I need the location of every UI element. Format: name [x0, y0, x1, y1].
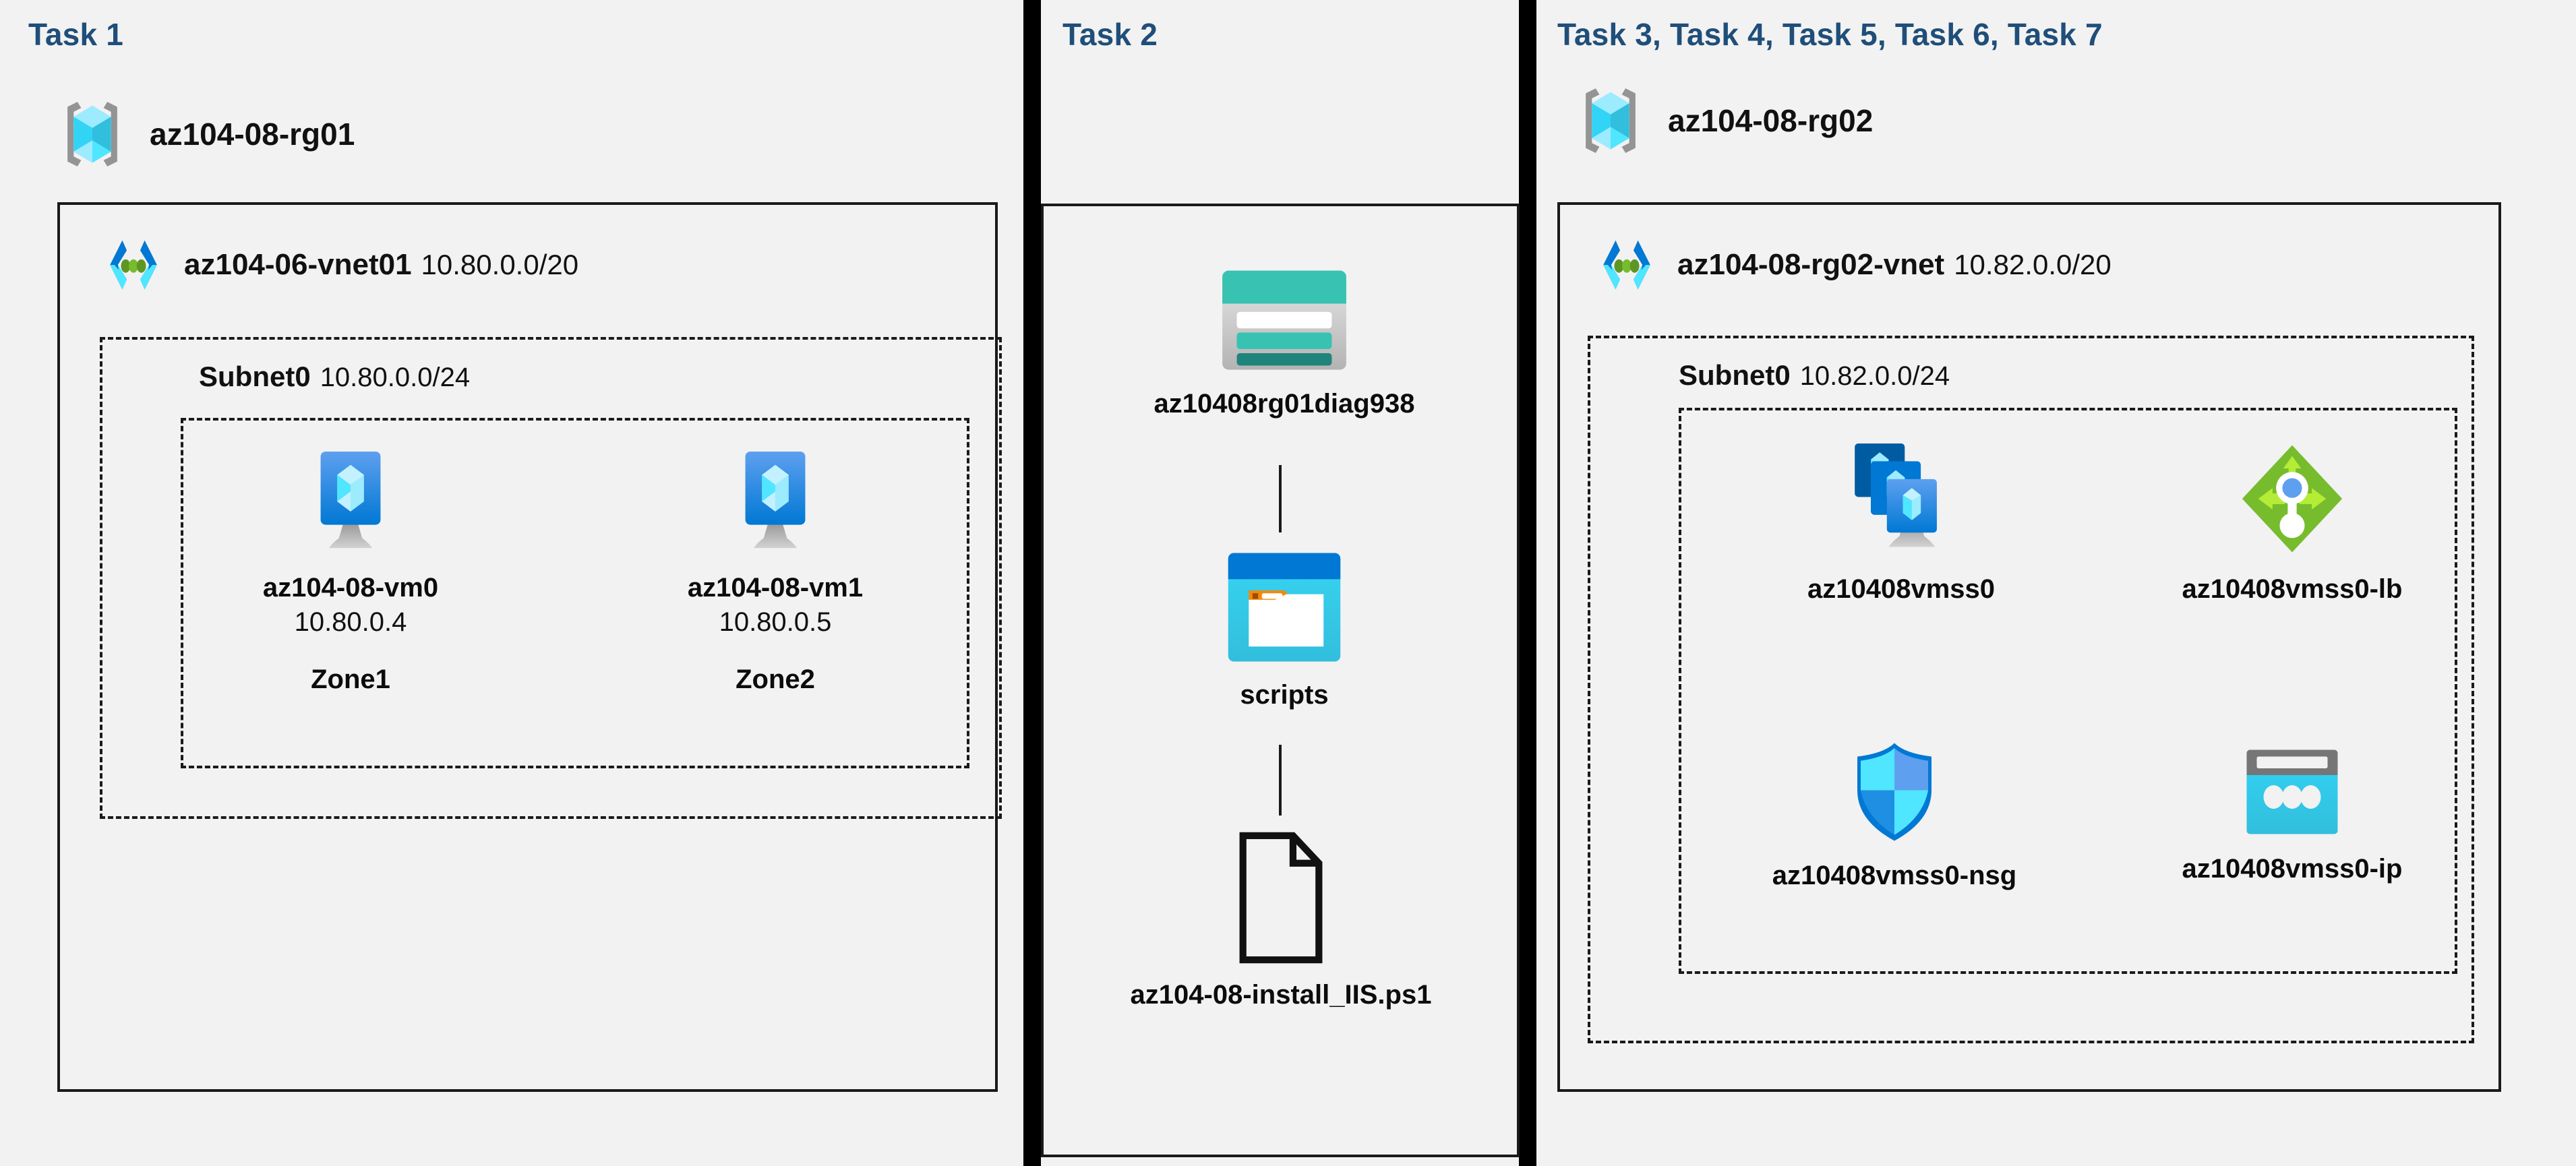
vnet-container-az104-08-rg02-vnet — [1557, 202, 2501, 1092]
resource-group-az104-08-rg02: az104-08-rg02 — [1571, 81, 1873, 160]
public-ip-name: az10408vmss0-ip — [2182, 854, 2403, 884]
vnet-cidr: 10.80.0.0/20 — [421, 249, 579, 280]
subnet-caption-task1: Subnet0 10.80.0.0/24 — [199, 361, 470, 393]
nsg-name: az10408vmss0-nsg — [1772, 861, 2017, 890]
resource-group-az104-08-rg01: az104-08-rg01 — [53, 94, 355, 174]
vnet-container-az104-06-vnet01 — [57, 202, 998, 1092]
load-balancer-node: az10408vmss0-lb — [2144, 438, 2440, 605]
vnet-name: az104-08-rg02-vnet — [1677, 248, 1945, 281]
vmss-name: az10408vmss0 — [1807, 574, 1996, 604]
vnet-cidr: 10.82.0.0/20 — [1954, 249, 2111, 280]
file-document-icon — [1238, 830, 1324, 965]
file-node: az104-08-install_IIS.ps1 — [1131, 830, 1431, 1010]
resource-group-icon — [53, 94, 132, 174]
vm-ip: 10.80.0.5 — [719, 607, 832, 637]
vm-node-az104-08-vm1: az104-08-vm1 10.80.0.5 Zone2 — [687, 445, 864, 695]
subnet-name: Subnet0 — [1679, 359, 1791, 391]
connector-storage-to-container — [1279, 465, 1282, 532]
load-balancer-name: az10408vmss0-lb — [2182, 574, 2403, 604]
availability-zone-container — [181, 418, 969, 768]
vm-scale-set-icon — [1844, 438, 1958, 559]
public-ip-address-icon — [2242, 745, 2343, 839]
subnet-caption-task3: Subnet0 10.82.0.0/24 — [1679, 359, 1950, 392]
vnet-name: az104-06-vnet01 — [184, 248, 412, 281]
vm-node-az104-08-vm0: az104-08-vm0 10.80.0.4 Zone1 — [262, 445, 439, 695]
vnet-label-group: az104-08-rg02-vnet 10.82.0.0/20 — [1677, 248, 2111, 282]
task-header-3: Task 3, Task 4, Task 5, Task 6, Task 7 — [1557, 17, 2103, 52]
column-divider-1 — [1023, 0, 1041, 1166]
public-ip-node: az10408vmss0-ip — [2147, 745, 2437, 884]
nsg-node: az10408vmss0-nsg — [1746, 738, 2043, 891]
file-name: az104-08-install_IIS.ps1 — [1130, 980, 1432, 1010]
vm-name: az104-08-vm1 — [687, 573, 864, 603]
storage-account-name: az10408rg01diag938 — [1154, 389, 1415, 419]
virtual-machine-icon — [722, 445, 829, 558]
blob-container-node: scripts — [1187, 549, 1382, 710]
resource-group-label: az104-08-rg01 — [150, 117, 355, 152]
resource-group-icon — [1571, 81, 1650, 160]
connector-container-to-file — [1279, 745, 1282, 816]
subnet-container-task3 — [1588, 336, 2474, 1043]
vm-name: az104-08-vm0 — [262, 573, 439, 603]
subnet-container-task1 — [100, 337, 1002, 819]
resource-group-label: az104-08-rg02 — [1668, 103, 1874, 138]
subnet-name: Subnet0 — [199, 361, 311, 392]
storage-account-node: az10408rg01diag938 — [1149, 266, 1419, 419]
network-security-group-icon — [1847, 738, 1942, 846]
virtual-network-icon — [98, 229, 169, 301]
vnet-header-az104-08-rg02-vnet: az104-08-rg02-vnet 10.82.0.0/20 — [1591, 229, 2111, 301]
vnet-label-group: az104-06-vnet01 10.80.0.0/20 — [184, 248, 578, 282]
vm-ip: 10.80.0.4 — [294, 607, 407, 637]
subnet-cidr: 10.82.0.0/24 — [1799, 361, 1950, 391]
virtual-network-icon — [1591, 229, 1663, 301]
blob-container-icon — [1224, 549, 1344, 665]
task-header-2: Task 2 — [1062, 17, 1158, 52]
load-balancer-icon — [2235, 438, 2349, 559]
vmss-node: az10408vmss0 — [1766, 438, 2036, 605]
column-divider-2 — [1519, 0, 1536, 1166]
blob-container-name: scripts — [1240, 680, 1329, 710]
virtual-machine-icon — [297, 445, 404, 558]
vnet-header-az104-06-vnet01: az104-06-vnet01 10.80.0.0/20 — [98, 229, 578, 301]
vm-zone: Zone2 — [736, 665, 815, 694]
resource-group-inner-container — [1679, 408, 2457, 974]
subnet-cidr: 10.80.0.0/24 — [320, 363, 471, 392]
task-header-1: Task 1 — [28, 17, 123, 52]
vm-zone: Zone1 — [311, 665, 390, 694]
storage-account-icon — [1218, 266, 1350, 374]
